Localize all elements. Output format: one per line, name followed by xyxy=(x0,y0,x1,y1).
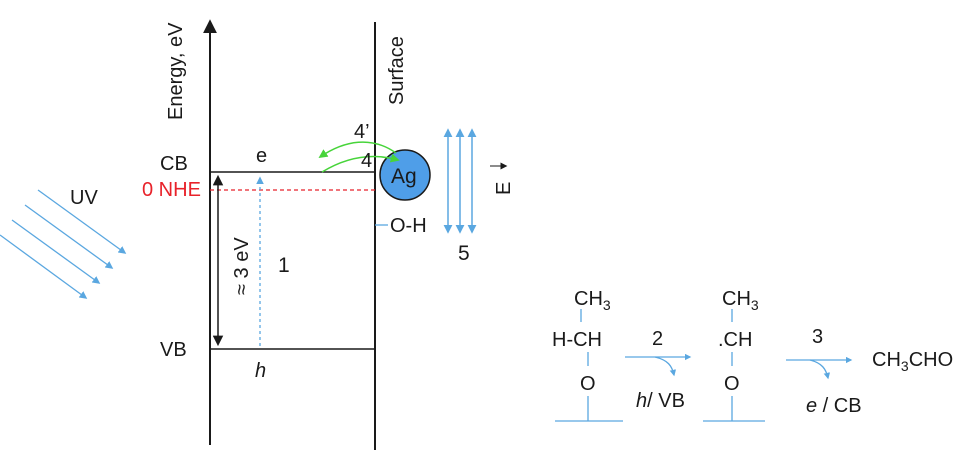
step-1-label: 1 xyxy=(278,254,290,277)
svg-text:O: O xyxy=(724,373,740,395)
vb-label: VB xyxy=(160,339,187,361)
nhe-label: 0 NHE xyxy=(142,179,201,201)
step-5-label: 5 xyxy=(458,242,470,265)
reaction-arrow-3-branch xyxy=(809,359,831,380)
hole-label: h xyxy=(255,360,266,382)
step-3-label: 3 xyxy=(812,326,823,348)
ag-particle xyxy=(379,149,431,201)
svg-text:CH3: CH3 xyxy=(574,288,611,313)
electron-label: e xyxy=(256,145,267,167)
energy-axis-label: Energy, eV xyxy=(165,22,187,120)
arrow-2-label: h/ VB xyxy=(636,390,685,412)
molecule-radical: CH3 .CH O xyxy=(703,288,765,422)
electron-transfer-arrow-4 xyxy=(321,153,400,173)
surface-label: Surface xyxy=(386,36,408,105)
cb-label: CB xyxy=(160,153,188,175)
step-4-label: 4 xyxy=(361,150,372,172)
field-arrows xyxy=(443,128,477,234)
uv-rays xyxy=(0,189,127,299)
svg-text:.CH: .CH xyxy=(718,329,752,351)
svg-text:H-CH: H-CH xyxy=(552,329,602,351)
ag-label: Ag xyxy=(391,165,417,188)
oh-label: O-H xyxy=(390,215,427,237)
field-label: E xyxy=(493,182,515,195)
product-acetaldehyde: CH3CHO xyxy=(872,349,953,374)
band-gap-label: ≈ 3 eV xyxy=(231,237,253,295)
back-transfer-arrow-4prime xyxy=(318,141,397,159)
reaction-arrow-2-branch xyxy=(654,356,677,377)
svg-text:O: O xyxy=(580,373,596,395)
svg-text:CH3: CH3 xyxy=(722,288,759,313)
arrow-3-label: e / CB xyxy=(806,395,862,417)
molecule-ethoxy: CH3 H-CH O xyxy=(552,288,623,422)
step-4prime-label: 4’ xyxy=(354,121,370,143)
step-2-label: 2 xyxy=(652,328,663,350)
uv-label: UV xyxy=(70,187,98,209)
